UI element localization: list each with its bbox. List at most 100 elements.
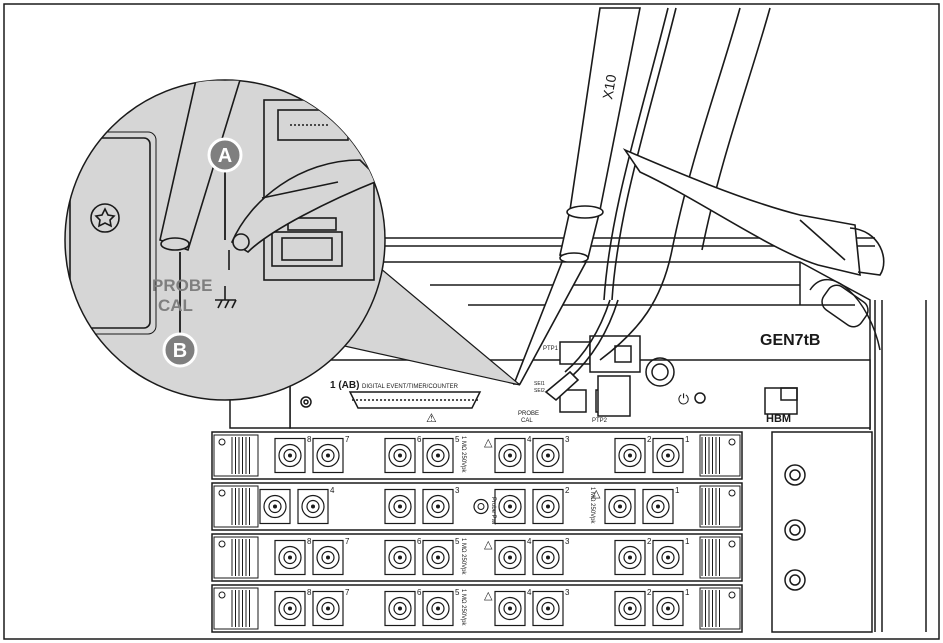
channel-number-label: 7 — [345, 435, 350, 444]
sei2-label: SEI2 — [534, 388, 545, 394]
channel-number-label: 8 — [307, 588, 312, 597]
port-desc-label: DIGITAL EVENT/TIMER/COUNTER — [362, 384, 459, 390]
bnc-channel-4[interactable] — [494, 590, 526, 627]
channel-number-label: 5 — [455, 588, 460, 597]
callout-b-badge — [162, 332, 198, 368]
channel-number-label: 1 — [685, 537, 690, 546]
bnc-channel-2[interactable] — [614, 590, 646, 627]
channel-number-label: 6 — [417, 588, 422, 597]
channel-number-label: 4 — [527, 537, 532, 546]
channel-number-label: 1 — [685, 435, 690, 444]
card-handle[interactable] — [699, 434, 741, 477]
bnc-channel-7[interactable] — [312, 590, 344, 627]
bnc-channel-3[interactable] — [532, 590, 564, 627]
bnc-channel-6[interactable] — [384, 539, 416, 576]
bnc-channel-8[interactable] — [274, 539, 306, 576]
card-handle[interactable] — [213, 587, 259, 630]
channel-number-label: 6 — [417, 435, 422, 444]
bnc-channel-4[interactable] — [494, 539, 526, 576]
channel-number-label: 2 — [647, 435, 652, 444]
input-card-2: 4 3 2 1 1 MΩ 250Vpk△ Probe Pwr — [211, 482, 743, 531]
brand-logo: GEN7tB — [760, 332, 820, 349]
bnc-channel-8[interactable] — [274, 437, 306, 474]
ptp2-label: PTP2 — [592, 418, 608, 424]
card-handle[interactable] — [213, 485, 259, 528]
rear-cal-label: CAL — [521, 418, 533, 424]
warning-triangle-icon: △ — [484, 437, 493, 449]
port-ab-label: 1 (AB) — [330, 380, 359, 391]
diagram-frame — [3, 3, 940, 640]
card-rating-label: 1 MΩ 250Vpk — [460, 538, 466, 576]
callout-a-badge — [207, 137, 243, 173]
magnifier-callout: PROBE CAL A B — [64, 79, 521, 401]
channel-number-label: 7 — [345, 588, 350, 597]
bnc-channel-5[interactable] — [422, 539, 454, 576]
card-rating-label: 1 MΩ 250Vpk — [460, 436, 466, 474]
channel-number-label: 3 — [455, 486, 460, 495]
ptp1-label: PTP1 — [543, 346, 559, 352]
warning-triangle-icon: △ — [484, 590, 493, 602]
bnc-channel-7[interactable] — [312, 437, 344, 474]
channel-number-label: 3 — [565, 588, 570, 597]
rear-panel-labels: 1 (AB) DIGITAL EVENT/TIMER/COUNTER ⚠ PTP… — [330, 332, 820, 425]
bnc-channel-2[interactable] — [614, 437, 646, 474]
channel-number-label: 2 — [647, 537, 652, 546]
sei1-label: SEI1 — [534, 381, 545, 387]
bnc-channel-7[interactable] — [312, 539, 344, 576]
channel-number-label: 4 — [527, 588, 532, 597]
channel-number-label: 7 — [345, 537, 350, 546]
bnc-channel-5[interactable] — [422, 590, 454, 627]
probe-power-socket[interactable] — [473, 498, 489, 515]
channel-number-label: 5 — [455, 537, 460, 546]
bnc-channel-3[interactable] — [532, 437, 564, 474]
card-rating-label: 1 MΩ 250Vpk — [589, 487, 595, 525]
side-bnc-column — [771, 431, 873, 633]
channel-number-label: 2 — [647, 588, 652, 597]
channel-number-label: 3 — [565, 435, 570, 444]
bnc-channel-4[interactable] — [259, 488, 329, 525]
card-handle[interactable] — [213, 434, 259, 477]
bnc-channel-6[interactable] — [384, 437, 416, 474]
callout-a-letter: A — [218, 145, 232, 167]
probe-tip-label: X10 — [599, 73, 619, 101]
bnc-channel-3[interactable] — [384, 488, 454, 525]
bnc-channel-1[interactable] — [652, 539, 684, 576]
power-icon: ⏻ — [678, 391, 689, 407]
maker-logo: HBM — [766, 413, 791, 425]
channel-number-label: 3 — [565, 537, 570, 546]
channel-number-label: 6 — [417, 537, 422, 546]
card-handle[interactable] — [699, 485, 741, 528]
bnc-channel-1[interactable] — [652, 437, 684, 474]
rear-probe-label: PROBE — [518, 411, 539, 417]
bnc-channel-2[interactable] — [494, 488, 564, 525]
bnc-channel-4[interactable] — [494, 437, 526, 474]
probe-assembly — [512, 7, 885, 402]
bnc-channel-3[interactable] — [532, 539, 564, 576]
warning-triangle-icon: △ — [592, 488, 601, 500]
bnc-channel-2[interactable] — [614, 539, 646, 576]
channel-number-label: 8 — [307, 435, 312, 444]
bnc-channel-1[interactable] — [652, 590, 684, 627]
bnc-channel-8[interactable] — [274, 590, 306, 627]
channel-number-label: 1 — [685, 588, 690, 597]
card-rating-label: 1 MΩ 250Vpk — [460, 589, 466, 627]
bnc-channel-5[interactable] — [422, 437, 454, 474]
channel-number-label: 1 — [675, 486, 680, 495]
channel-number-label: 2 — [565, 486, 570, 495]
instrument-body — [229, 237, 927, 632]
warning-glyph: ⚠ — [426, 411, 437, 425]
card-handle[interactable] — [699, 587, 741, 630]
input-card-4: 8 7 6 5 4 3 2 1 1 MΩ 250Vpk △ — [211, 584, 743, 633]
channel-number-label: 4 — [330, 486, 335, 495]
channel-number-label: 5 — [455, 435, 460, 444]
probe-power-label: Probe Pwr — [490, 497, 496, 525]
bnc-channel-1[interactable] — [604, 488, 674, 525]
bnc-channel-6[interactable] — [384, 590, 416, 627]
card-handle[interactable] — [699, 536, 741, 579]
warning-triangle-icon: △ — [484, 539, 493, 551]
card-handle[interactable] — [213, 536, 259, 579]
